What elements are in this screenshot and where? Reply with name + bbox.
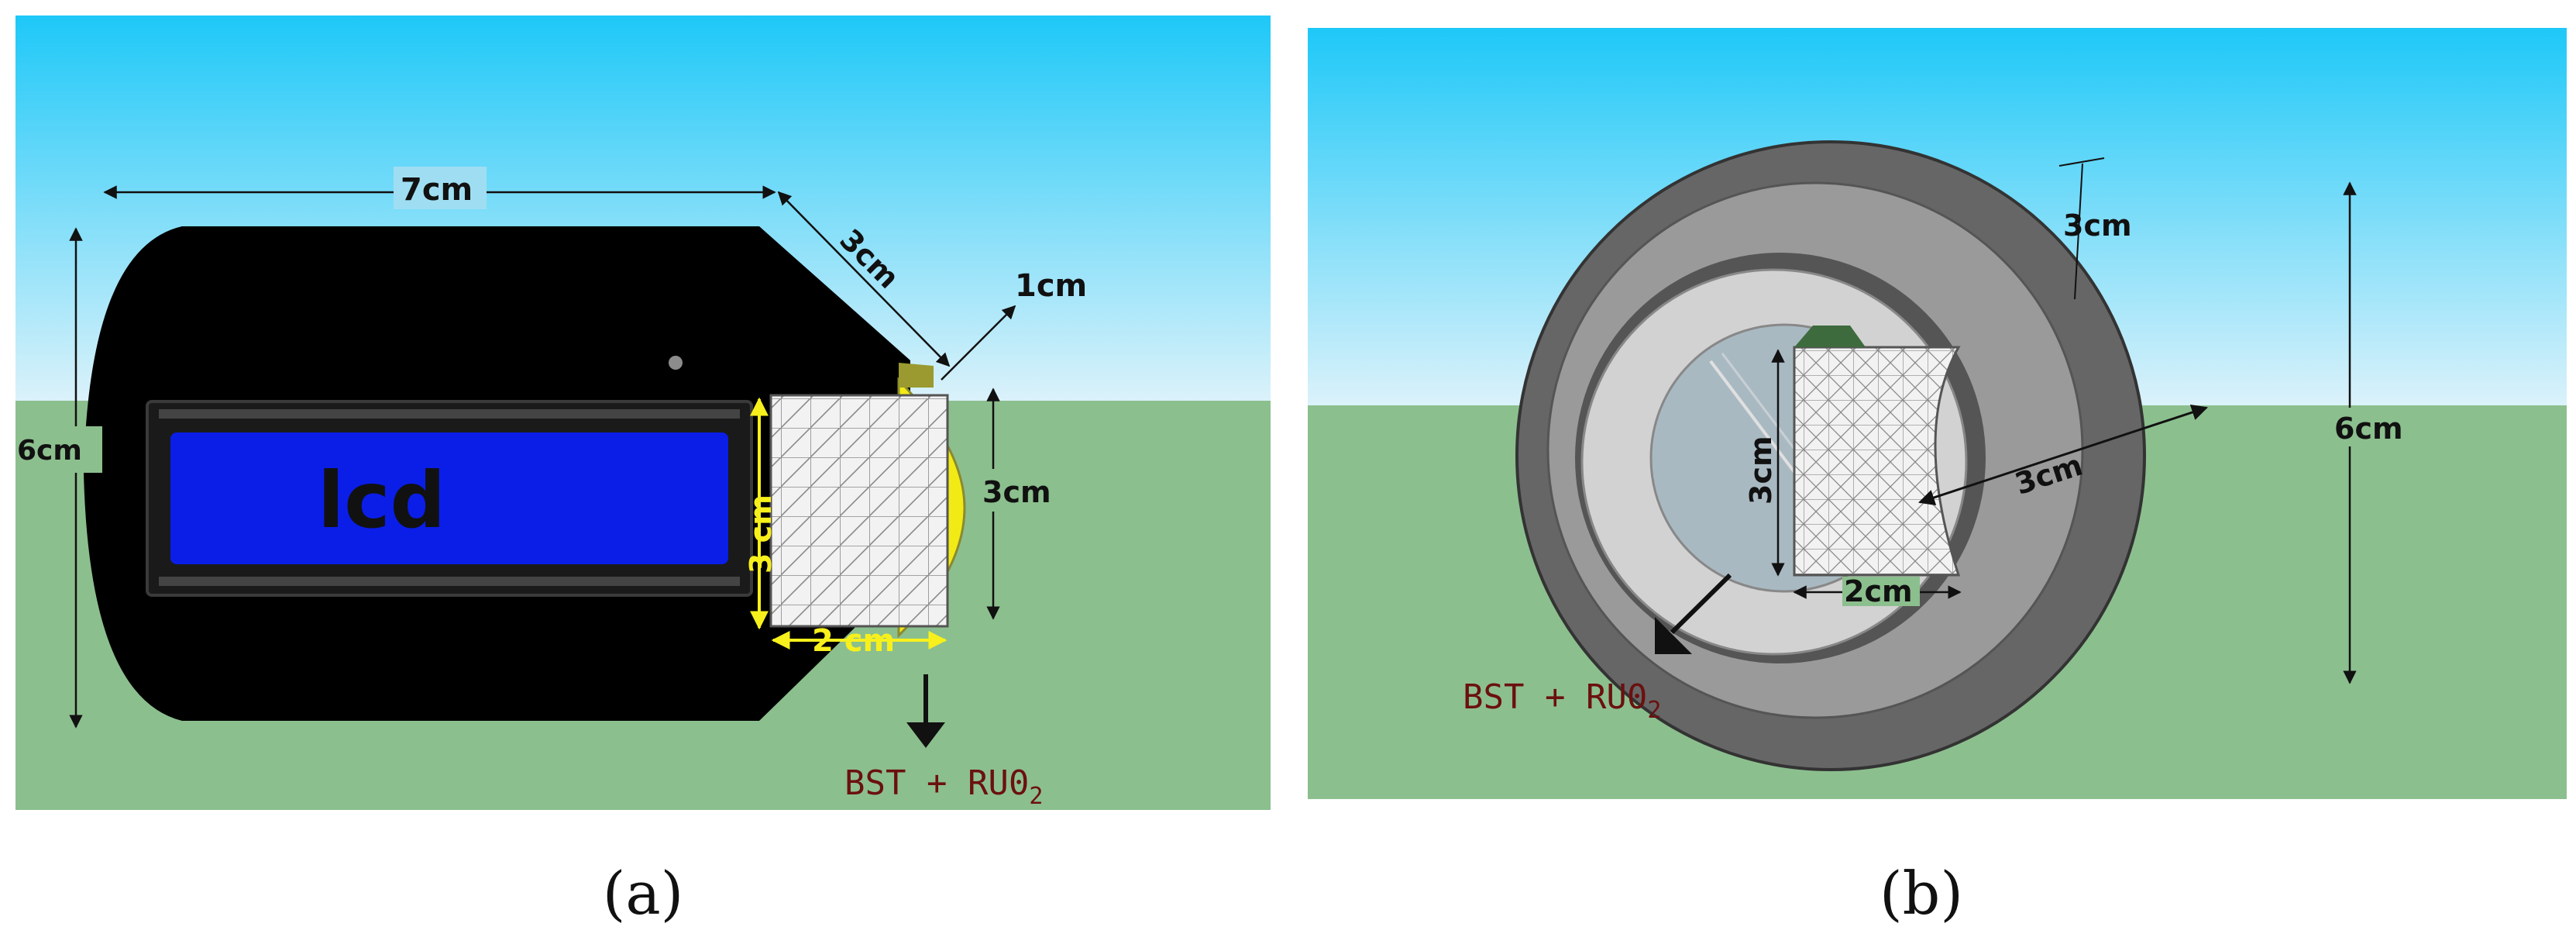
panel-b-front-view: 3cm 3cm 3cm 2cm 6cm BST + RU02 bbox=[1308, 28, 2567, 799]
cap-rim bbox=[899, 363, 934, 388]
device-led bbox=[669, 356, 683, 370]
sensor-mesh bbox=[769, 394, 949, 628]
dim-ring-tick bbox=[2058, 157, 2105, 167]
dim-ring-label: 3cm bbox=[2063, 208, 2132, 243]
dim-sensor-width-label: 2cm bbox=[1844, 574, 1913, 608]
lcd-rail-top bbox=[159, 409, 740, 419]
dim-cap-label: 3cm bbox=[982, 475, 1051, 509]
panel-a-drawing: lcd 7cm 6cm 3cm 1cm 3cm 3 cm 2 cm bbox=[15, 16, 1271, 810]
sensor-mesh-block bbox=[1793, 346, 1961, 577]
material-label-b: BST + RU02 bbox=[1463, 677, 1661, 724]
sensor-mesh-top bbox=[1794, 326, 1866, 347]
lcd-rail-bottom bbox=[159, 577, 740, 586]
panel-b-drawing: 3cm 3cm 3cm 2cm 6cm BST + RU02 bbox=[1308, 28, 2567, 799]
dim-sensor-width-label: 2 cm bbox=[812, 623, 895, 659]
dim-6cm-label: 6cm bbox=[2334, 412, 2403, 446]
material-label-a: BST + RU02 bbox=[844, 763, 1043, 810]
dim-ring-line bbox=[2074, 163, 2083, 300]
caption-a: (a) bbox=[602, 859, 684, 928]
lcd-label: lcd bbox=[318, 455, 445, 546]
dim-1cm-label: 1cm bbox=[1015, 268, 1087, 304]
material-arrowhead-b bbox=[1655, 617, 1692, 654]
material-arrowhead-a bbox=[906, 722, 945, 748]
dim-1cm-line bbox=[941, 305, 1016, 381]
lcd-screen bbox=[170, 432, 728, 564]
caption-b: (b) bbox=[1880, 859, 1963, 928]
dim-diameter-line bbox=[1918, 404, 2208, 506]
dim-3cm-diag-line bbox=[777, 191, 951, 367]
dim-7cm-label: 7cm bbox=[401, 172, 473, 208]
dim-sensor-height-label: 3 cm bbox=[744, 494, 778, 574]
material-arrow-b bbox=[1670, 573, 1732, 635]
panel-a-side-view: lcd 7cm 6cm 3cm 1cm 3cm 3 cm 2 cm bbox=[15, 16, 1271, 810]
dim-6cm-label: 6cm bbox=[17, 435, 82, 467]
dim-sensor-height-label: 3cm bbox=[1744, 436, 1778, 505]
